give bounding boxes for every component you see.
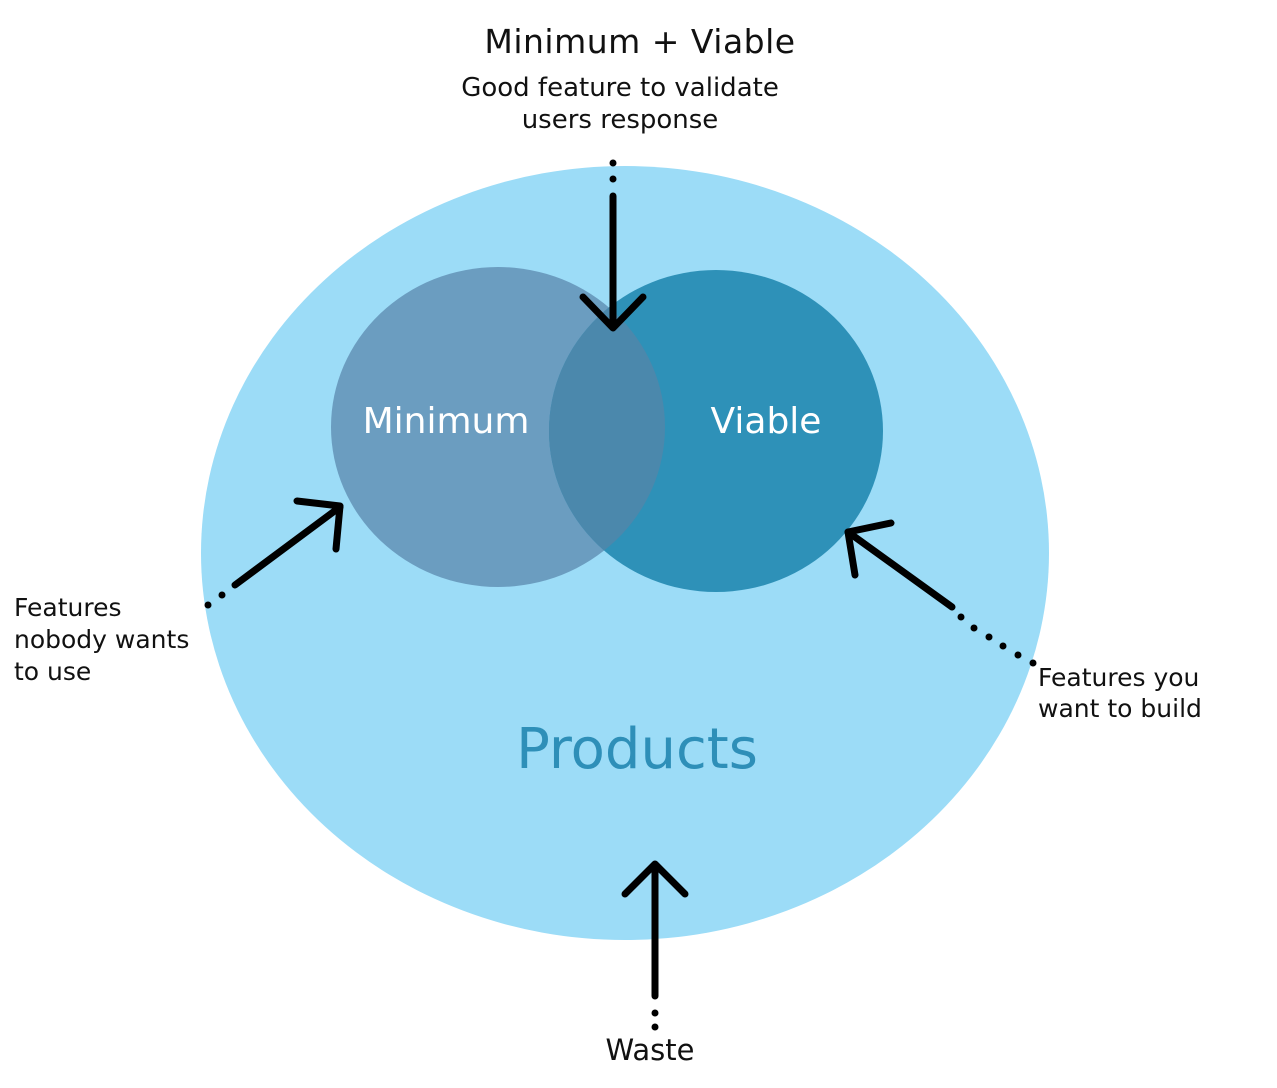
top-note-line-1: Good feature to validate — [461, 73, 779, 103]
top-note: Good feature to validate users response — [420, 72, 820, 136]
top-arrow — [579, 159, 647, 332]
right-arrow — [844, 519, 1037, 667]
minimum-label: Minimum — [362, 401, 530, 442]
products-label: Products — [516, 717, 758, 782]
right-note-line-1: Features you — [1038, 663, 1200, 692]
bottom-arrow — [621, 860, 689, 1031]
left-note-line-3: to use — [14, 657, 92, 686]
overlap-region — [549, 270, 665, 587]
left-arrow — [204, 497, 344, 609]
left-note-line-2: nobody wants — [14, 625, 190, 654]
right-note-line-2: want to build — [1038, 694, 1202, 723]
top-title: Minimum + Viable — [484, 22, 796, 61]
viable-label: Viable — [710, 401, 822, 442]
left-note-line-1: Features — [14, 593, 122, 622]
left-note: Features nobody wants to use — [14, 592, 189, 688]
top-note-line-2: users response — [521, 105, 719, 135]
right-note: Features you want to build — [1038, 662, 1202, 724]
bottom-note: Waste — [605, 1033, 695, 1067]
